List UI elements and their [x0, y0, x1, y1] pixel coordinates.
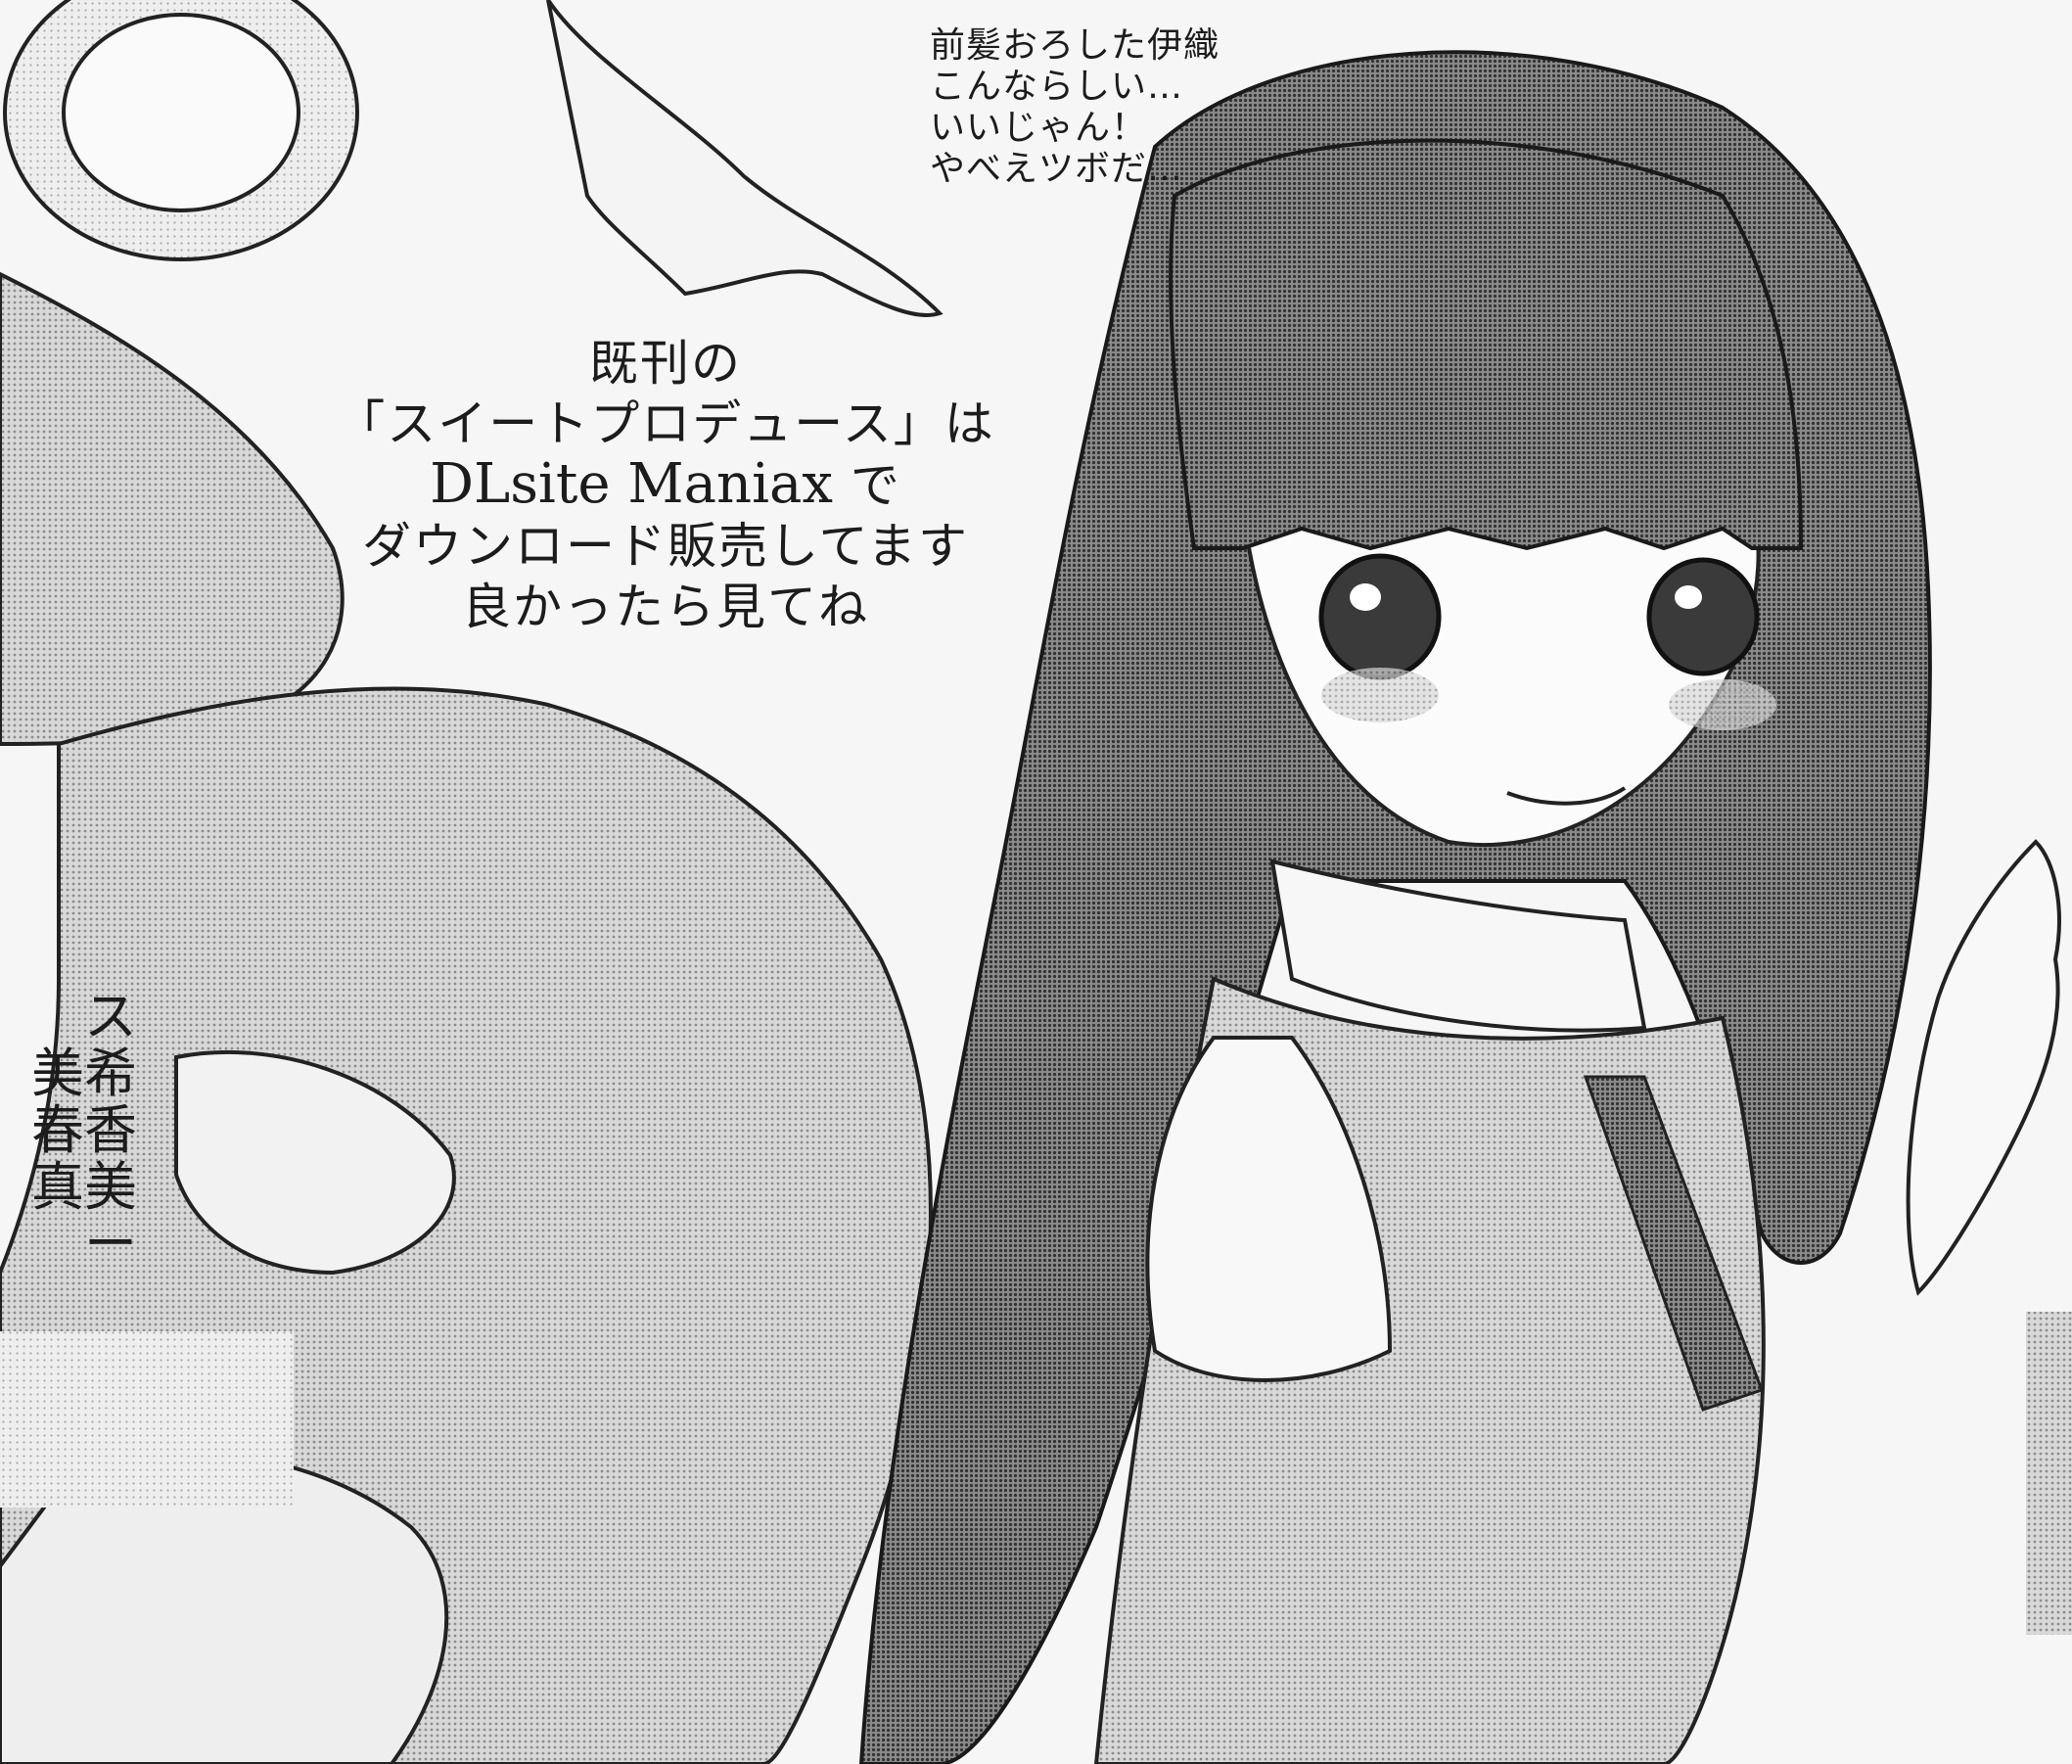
- note-line: やべえツボだ…: [930, 149, 1184, 189]
- eyes: [1318, 553, 1760, 680]
- credit-line: 美希: [31, 1043, 137, 1104]
- blush-left: [1321, 668, 1439, 722]
- note-line: いいじゃん！: [930, 108, 1148, 148]
- credit-line: ー: [84, 1213, 137, 1275]
- credit-line: 春香: [31, 1099, 137, 1161]
- bangs: [1169, 138, 1804, 551]
- promo-line: 既刊の: [589, 335, 742, 392]
- brand-name: DLsite Maniax: [430, 452, 833, 516]
- handwritten-note: 前髪おろした伊織 こんならしい… いいじゃん！ やべえツボだ…: [930, 25, 1220, 190]
- blush-right: [1669, 679, 1776, 730]
- raised-hand: [1906, 839, 2061, 1296]
- collar: [1269, 859, 1647, 1033]
- sleeve-right-char: [1145, 1036, 1393, 1382]
- note-line: こんならしい…: [930, 67, 1184, 107]
- pattern-strip-left: [0, 1331, 294, 1508]
- left-hand: [546, 0, 944, 317]
- promo-brand-line: DLsite Maniax で: [333, 454, 998, 516]
- side-credits: ス 美希 春香 真美 ー: [0, 989, 137, 1273]
- left-cuff: [174, 1049, 456, 1276]
- brand-suffix: で: [850, 457, 901, 514]
- ring-ornament: [3, 0, 359, 261]
- promo-line: ダウンロード販売してます: [362, 518, 969, 575]
- note-line: 前髪おろした伊織: [930, 25, 1220, 66]
- promo-text: 既刊の 「スイートプロデュース」は DLsite Maniax で ダウンロード…: [333, 333, 998, 637]
- promo-line: 「スイートプロデュース」は: [336, 395, 995, 452]
- credit-line: 真美: [31, 1156, 137, 1218]
- apron-strap: [1583, 1075, 1764, 1412]
- pattern-strip-right: [2026, 1312, 2072, 1635]
- credit-line: ス: [84, 986, 137, 1047]
- promo-line: 良かったら見てね: [462, 579, 869, 635]
- mouth: [1506, 786, 1627, 806]
